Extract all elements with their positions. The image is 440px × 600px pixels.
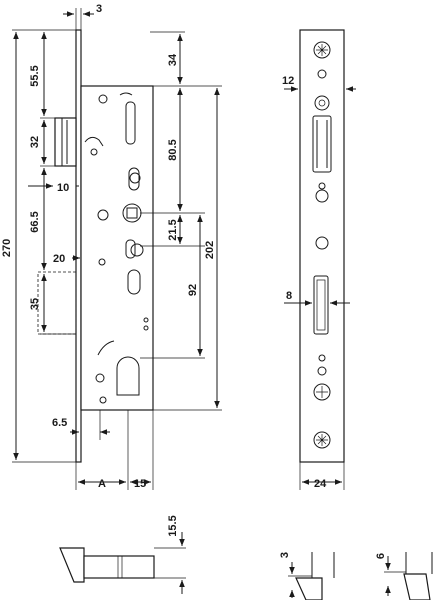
dim-total-height: 270 [1, 239, 13, 257]
dim-backset-lower: 20 [53, 253, 65, 265]
body-features [84, 92, 149, 404]
latch-bolt-detail: 15.5 [59, 515, 186, 594]
dim-follower-to-cylinder: 66.5 [29, 211, 41, 232]
dim-spindle-to-hook: 80.5 [167, 139, 179, 160]
dim-latch-projection: 10 [57, 182, 69, 194]
dim-faceplate-edge: 6.5 [52, 417, 67, 429]
side-dimension-lines [12, 8, 222, 490]
faceplate-side [75, 29, 82, 463]
side-view: 3 270 55.5 32 66.5 35 10 20 6.5 34 80.5 … [1, 3, 222, 490]
dim-body-depth: 15 [134, 478, 146, 490]
dim-faceplate-width: 24 [314, 478, 327, 490]
dim-spindle-offset: 21.5 [167, 219, 179, 240]
dim-latch-bolt-height: 15.5 [167, 515, 179, 536]
dim-top-to-spindle-hole: 34 [167, 53, 179, 66]
dim-latch-height: 32 [29, 136, 41, 148]
front-view: 12 8 24 [282, 29, 356, 490]
dim-bolt-slot-width: 8 [286, 290, 292, 302]
dim-bolt-throw-b: 6 [375, 553, 387, 559]
lock-body [80, 85, 154, 411]
dim-backset-label: A [98, 478, 106, 490]
dim-body-height: 202 [204, 241, 216, 259]
dim-faceplate-thickness: 3 [96, 3, 102, 15]
dim-bolt-throw-a: 3 [279, 552, 291, 558]
front-features [312, 41, 332, 449]
latch-bolt [54, 117, 77, 167]
dim-cylinder-to-bottom: 92 [187, 284, 199, 296]
front-dimension-lines [284, 86, 356, 490]
dim-hole-offset: 12 [282, 75, 294, 87]
dim-top-to-follower: 55.5 [29, 65, 41, 86]
bolt-detail-a: 3 [279, 552, 335, 600]
bolt-detail-b: 6 [375, 552, 433, 600]
dim-lower-recess: 35 [29, 298, 41, 310]
